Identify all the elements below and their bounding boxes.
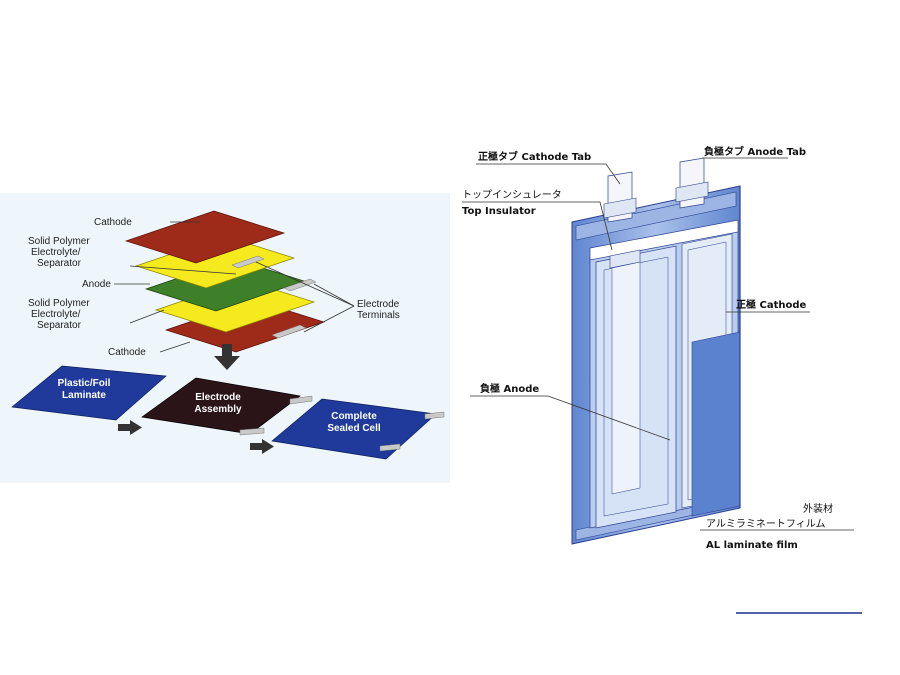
label-laminate-2: Laminate: [62, 390, 106, 401]
sealed-cell: Complete Sealed Cell: [271, 398, 445, 460]
label-electrolyte-top-2: Electrolyte/: [31, 247, 81, 258]
label-cathode: 正極 Cathode: [736, 298, 806, 311]
label-anode-tab: 負極タブ Anode Tab: [704, 145, 806, 158]
flow-arrow-1: [118, 420, 142, 435]
label-film-jp-1: 外装材: [803, 502, 833, 515]
left-leader-lines: [114, 221, 355, 353]
flow-arrow-2: [250, 439, 274, 454]
label-sealed-2: Sealed Cell: [327, 423, 381, 434]
label-cathode-bottom: Cathode: [108, 347, 146, 358]
terminal-tab: [271, 324, 307, 339]
terminal-tab: [231, 255, 265, 269]
top-insulator: [589, 219, 739, 261]
label-top-insulator-en: Top Insulator: [462, 206, 536, 217]
layer-stack: [124, 210, 326, 353]
pouch-cell: [571, 157, 741, 545]
right-leader-lines: [462, 157, 854, 531]
label-laminate-1: Plastic/Foil: [58, 378, 111, 389]
laminate-sheet: Plastic/Foil Laminate: [11, 365, 167, 421]
electrode-assembly: Electrode Assembly: [141, 377, 313, 436]
label-top-insulator-jp: トップインシュレータ: [462, 189, 562, 201]
layer-cathode-top: [124, 210, 286, 269]
label-electrolyte-top-1: Solid Polymer: [28, 236, 90, 247]
label-electrolyte-bottom-1: Solid Polymer: [28, 298, 90, 309]
label-assembly-2: Assembly: [194, 404, 242, 415]
label-cathode-tab: 正極タブ Cathode Tab: [478, 150, 591, 163]
label-anode: 負極 Anode: [480, 382, 539, 395]
label-assembly-1: Electrode: [195, 392, 241, 403]
label-cathode-top: Cathode: [94, 217, 132, 228]
label-terminals-1: Electrode: [357, 299, 400, 310]
label-film-en: AL laminate film: [706, 540, 798, 551]
label-film-jp-2: アルミラミネートフィルム: [706, 518, 826, 530]
label-electrolyte-bottom-2: Electrolyte/: [31, 309, 81, 320]
label-terminals-2: Terminals: [357, 310, 400, 321]
down-arrow: [214, 344, 240, 370]
label-electrolyte-bottom-3: Separator: [37, 320, 82, 331]
label-anode: Anode: [82, 279, 111, 290]
label-sealed-1: Complete: [331, 411, 377, 422]
label-electrolyte-top-3: Separator: [37, 258, 82, 269]
